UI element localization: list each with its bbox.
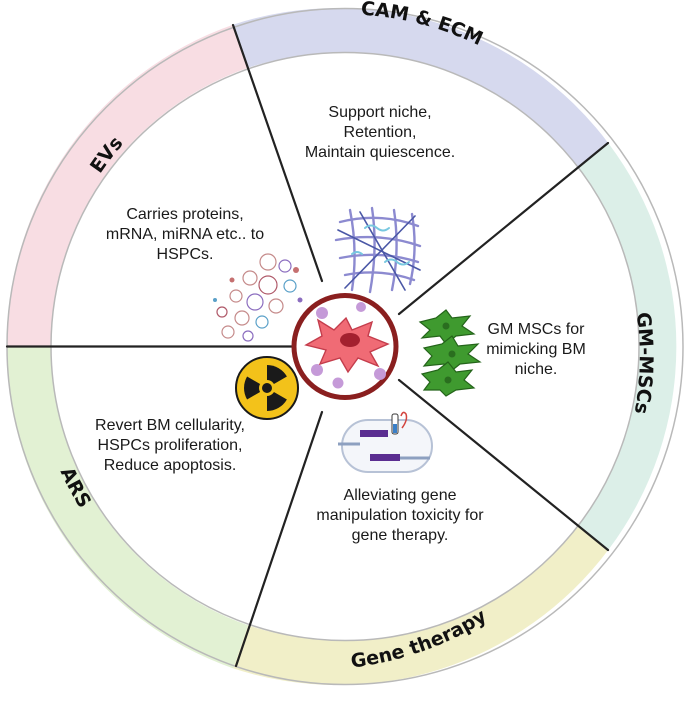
- description-line: HSPCs proliferation,: [97, 437, 243, 454]
- description-line: HSPCs.: [156, 246, 214, 263]
- description-line: Retention,: [343, 124, 417, 141]
- description-line: Carries proteins,: [126, 206, 244, 223]
- description-line: Maintain quiescence.: [304, 144, 456, 161]
- description-line: Support niche,: [328, 104, 432, 121]
- description-gm-mscs: GM MSCs for mimicking BM niche.: [476, 320, 596, 380]
- ring-segment-gene-therapy: [233, 522, 609, 686]
- description-line: Reduce apoptosis.: [103, 457, 237, 474]
- description-line: Alleviating gene: [343, 487, 457, 504]
- description-line: gene therapy.: [351, 527, 449, 544]
- divider-gene-ars: [234, 410, 324, 668]
- vesicle-cluster-icon: [213, 253, 303, 342]
- ring-segment-cam-ecm: [233, 7, 609, 171]
- description-line: Revert BM cellularity,: [95, 417, 245, 434]
- gene-edit-plasmid-icon: [338, 411, 433, 473]
- outer-ring: [6, 7, 677, 686]
- gm-msc-cells-icon: [418, 309, 482, 397]
- description-ars: Revert BM cellularity, HSPCs proliferati…: [80, 416, 260, 476]
- ring-segment-ars: [6, 346, 249, 669]
- msc-cell-icon: [291, 293, 399, 400]
- ring-segment-evs: [6, 24, 248, 347]
- description-line: niche.: [514, 361, 558, 378]
- description-line: GM MSCs for: [487, 321, 585, 338]
- description-line: manipulation toxicity for: [316, 507, 484, 524]
- segment-dividers: [5, 23, 610, 668]
- description-line: mimicking BM: [486, 341, 586, 358]
- divider-cam-gm: [397, 141, 610, 316]
- description-line: mRNA, miRNA etc.. to: [105, 226, 265, 243]
- description-gene-therapy: Alleviating gene manipulation toxicity f…: [295, 486, 505, 546]
- divider-cam-evs: [231, 23, 324, 283]
- description-evs: Carries proteins, mRNA, miRNA etc.. to H…: [100, 205, 270, 265]
- description-cam-ecm: Support niche, Retention, Maintain quies…: [300, 103, 460, 163]
- ring-segment-gm-mscs: [574, 143, 677, 550]
- radiation-icon: [235, 356, 299, 420]
- ecm-fiber-icon: [334, 206, 422, 294]
- divider-gm-gene: [397, 378, 610, 552]
